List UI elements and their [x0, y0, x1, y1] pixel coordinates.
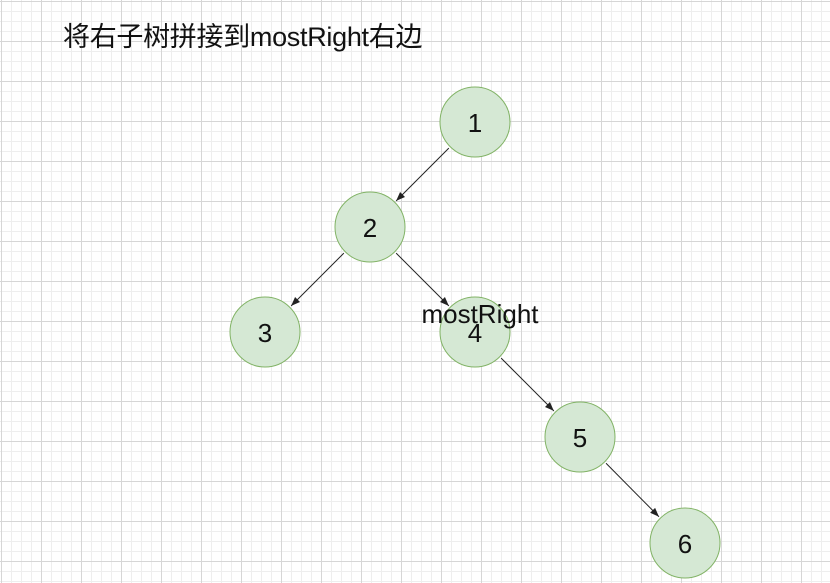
node-layer: 1 2 3 4 5 6: [229, 86, 721, 579]
node-circle: [229, 296, 301, 368]
edge-n1-n2: [395, 147, 450, 202]
node-label: 5: [573, 423, 587, 453]
annotation-layer: mostRight: [421, 299, 539, 329]
tree-node-2: 2: [334, 191, 406, 263]
tree-node-5: 5: [544, 401, 616, 473]
edge-n2-n3: [290, 252, 345, 307]
node-label: 1: [468, 108, 482, 138]
node-circle: [544, 401, 616, 473]
diagram-title: 将右子树拼接到mostRight右边: [63, 22, 423, 52]
node-circle: [439, 86, 511, 158]
node-label: 2: [363, 213, 377, 243]
most-right-label: mostRight: [421, 299, 539, 329]
edge-n5-n6: [605, 462, 660, 518]
edge-n2-n4: [395, 252, 450, 307]
node-circle: [439, 296, 511, 368]
edge-n4-n5: [500, 357, 555, 412]
edge-layer: [290, 147, 660, 518]
node-circle: [334, 191, 406, 263]
node-label: 3: [258, 318, 272, 348]
node-label: 4: [468, 318, 482, 348]
tree-node-6: 6: [649, 507, 721, 579]
tree-node-3: 3: [229, 296, 301, 368]
node-circle: [649, 507, 721, 579]
node-label: 6: [678, 529, 692, 559]
tree-node-4: 4: [439, 296, 511, 368]
tree-node-1: 1: [439, 86, 511, 158]
